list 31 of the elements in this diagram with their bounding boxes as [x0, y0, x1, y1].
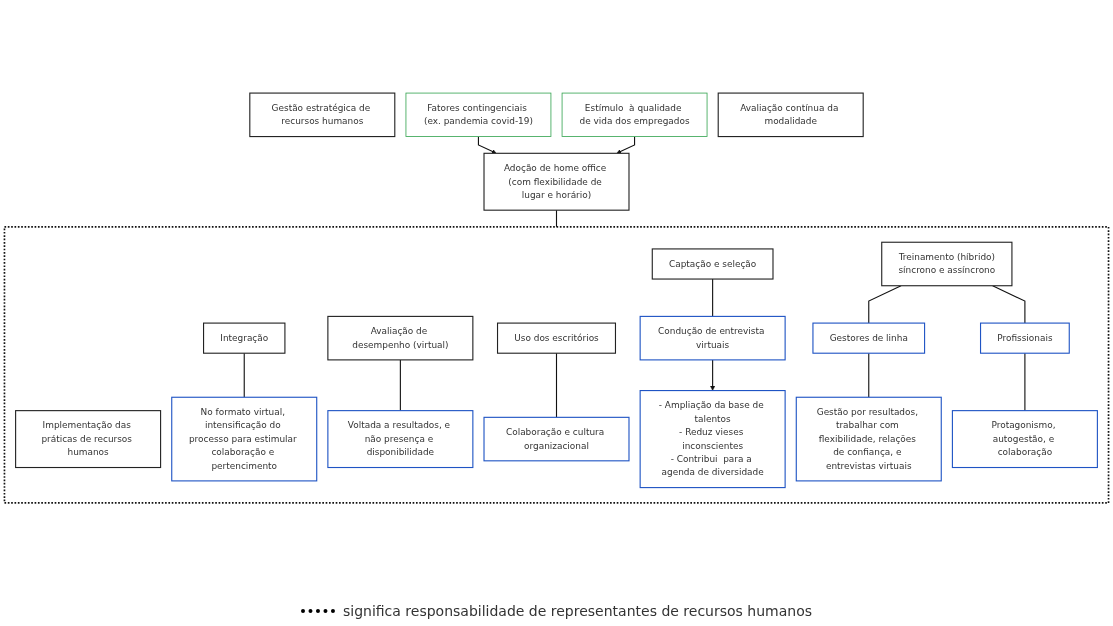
node-box: Uso dos escritórios [496, 322, 617, 354]
node-box: Avaliação contínua da modalidade [717, 92, 864, 138]
legend-text: significa responsabilidade de representantes de recursos humanos [342, 603, 813, 619]
connector [555, 352, 558, 418]
node-box: Adoção de home office (com flexibilidade de lugar e horário) [483, 152, 630, 211]
node-box: Colaboração e cultura organizacional [483, 416, 630, 462]
node-box: Condução de entrevista virtuais [639, 315, 786, 361]
node-box: Gestores de linha [812, 322, 926, 354]
node-box: Integração [203, 322, 286, 354]
node-box: Fatores contingenciais (ex. pandemia covid-19) [405, 92, 552, 137]
connector [1024, 352, 1026, 412]
node-box: Treinamento (híbrido) síncrono e assíncrono [881, 241, 1013, 287]
node-box: Gestão estratégica de recursos humanos [249, 92, 396, 138]
node-box: Captação e seleção [651, 248, 774, 280]
arrow [616, 136, 636, 154]
connector [399, 359, 401, 412]
arrow [477, 136, 497, 154]
connector [712, 278, 714, 317]
node-box: No formato virtual, intensificação do processo para estimular colaboração e pertencimento [171, 396, 318, 482]
node-box: Avaliação de desempenho (virtual) [327, 315, 474, 361]
node-box: Implementação das práticas de recursos humanos [15, 410, 162, 469]
node-box: Protagonismo, autogestão, e colaboração [951, 410, 1098, 469]
node-box: - Ampliação da base de talentos - Reduz vieses inconscientes - Contribui para a agenda de diversidade [639, 390, 786, 489]
connector [243, 352, 245, 398]
node-box: Gestão por resultados, trabalhar com flexibilidade, relações de confiança, e entrevistas virtuais [795, 396, 942, 482]
cluster [3, 226, 1110, 504]
connector [868, 352, 870, 398]
node-box: Profissionais [980, 322, 1070, 354]
node-box: Estímulo à qualidade de vida dos empregados [561, 92, 708, 137]
node-box: Voltada a resultados, e não presença e disponibilidade [327, 410, 474, 469]
arrow [710, 359, 716, 391]
